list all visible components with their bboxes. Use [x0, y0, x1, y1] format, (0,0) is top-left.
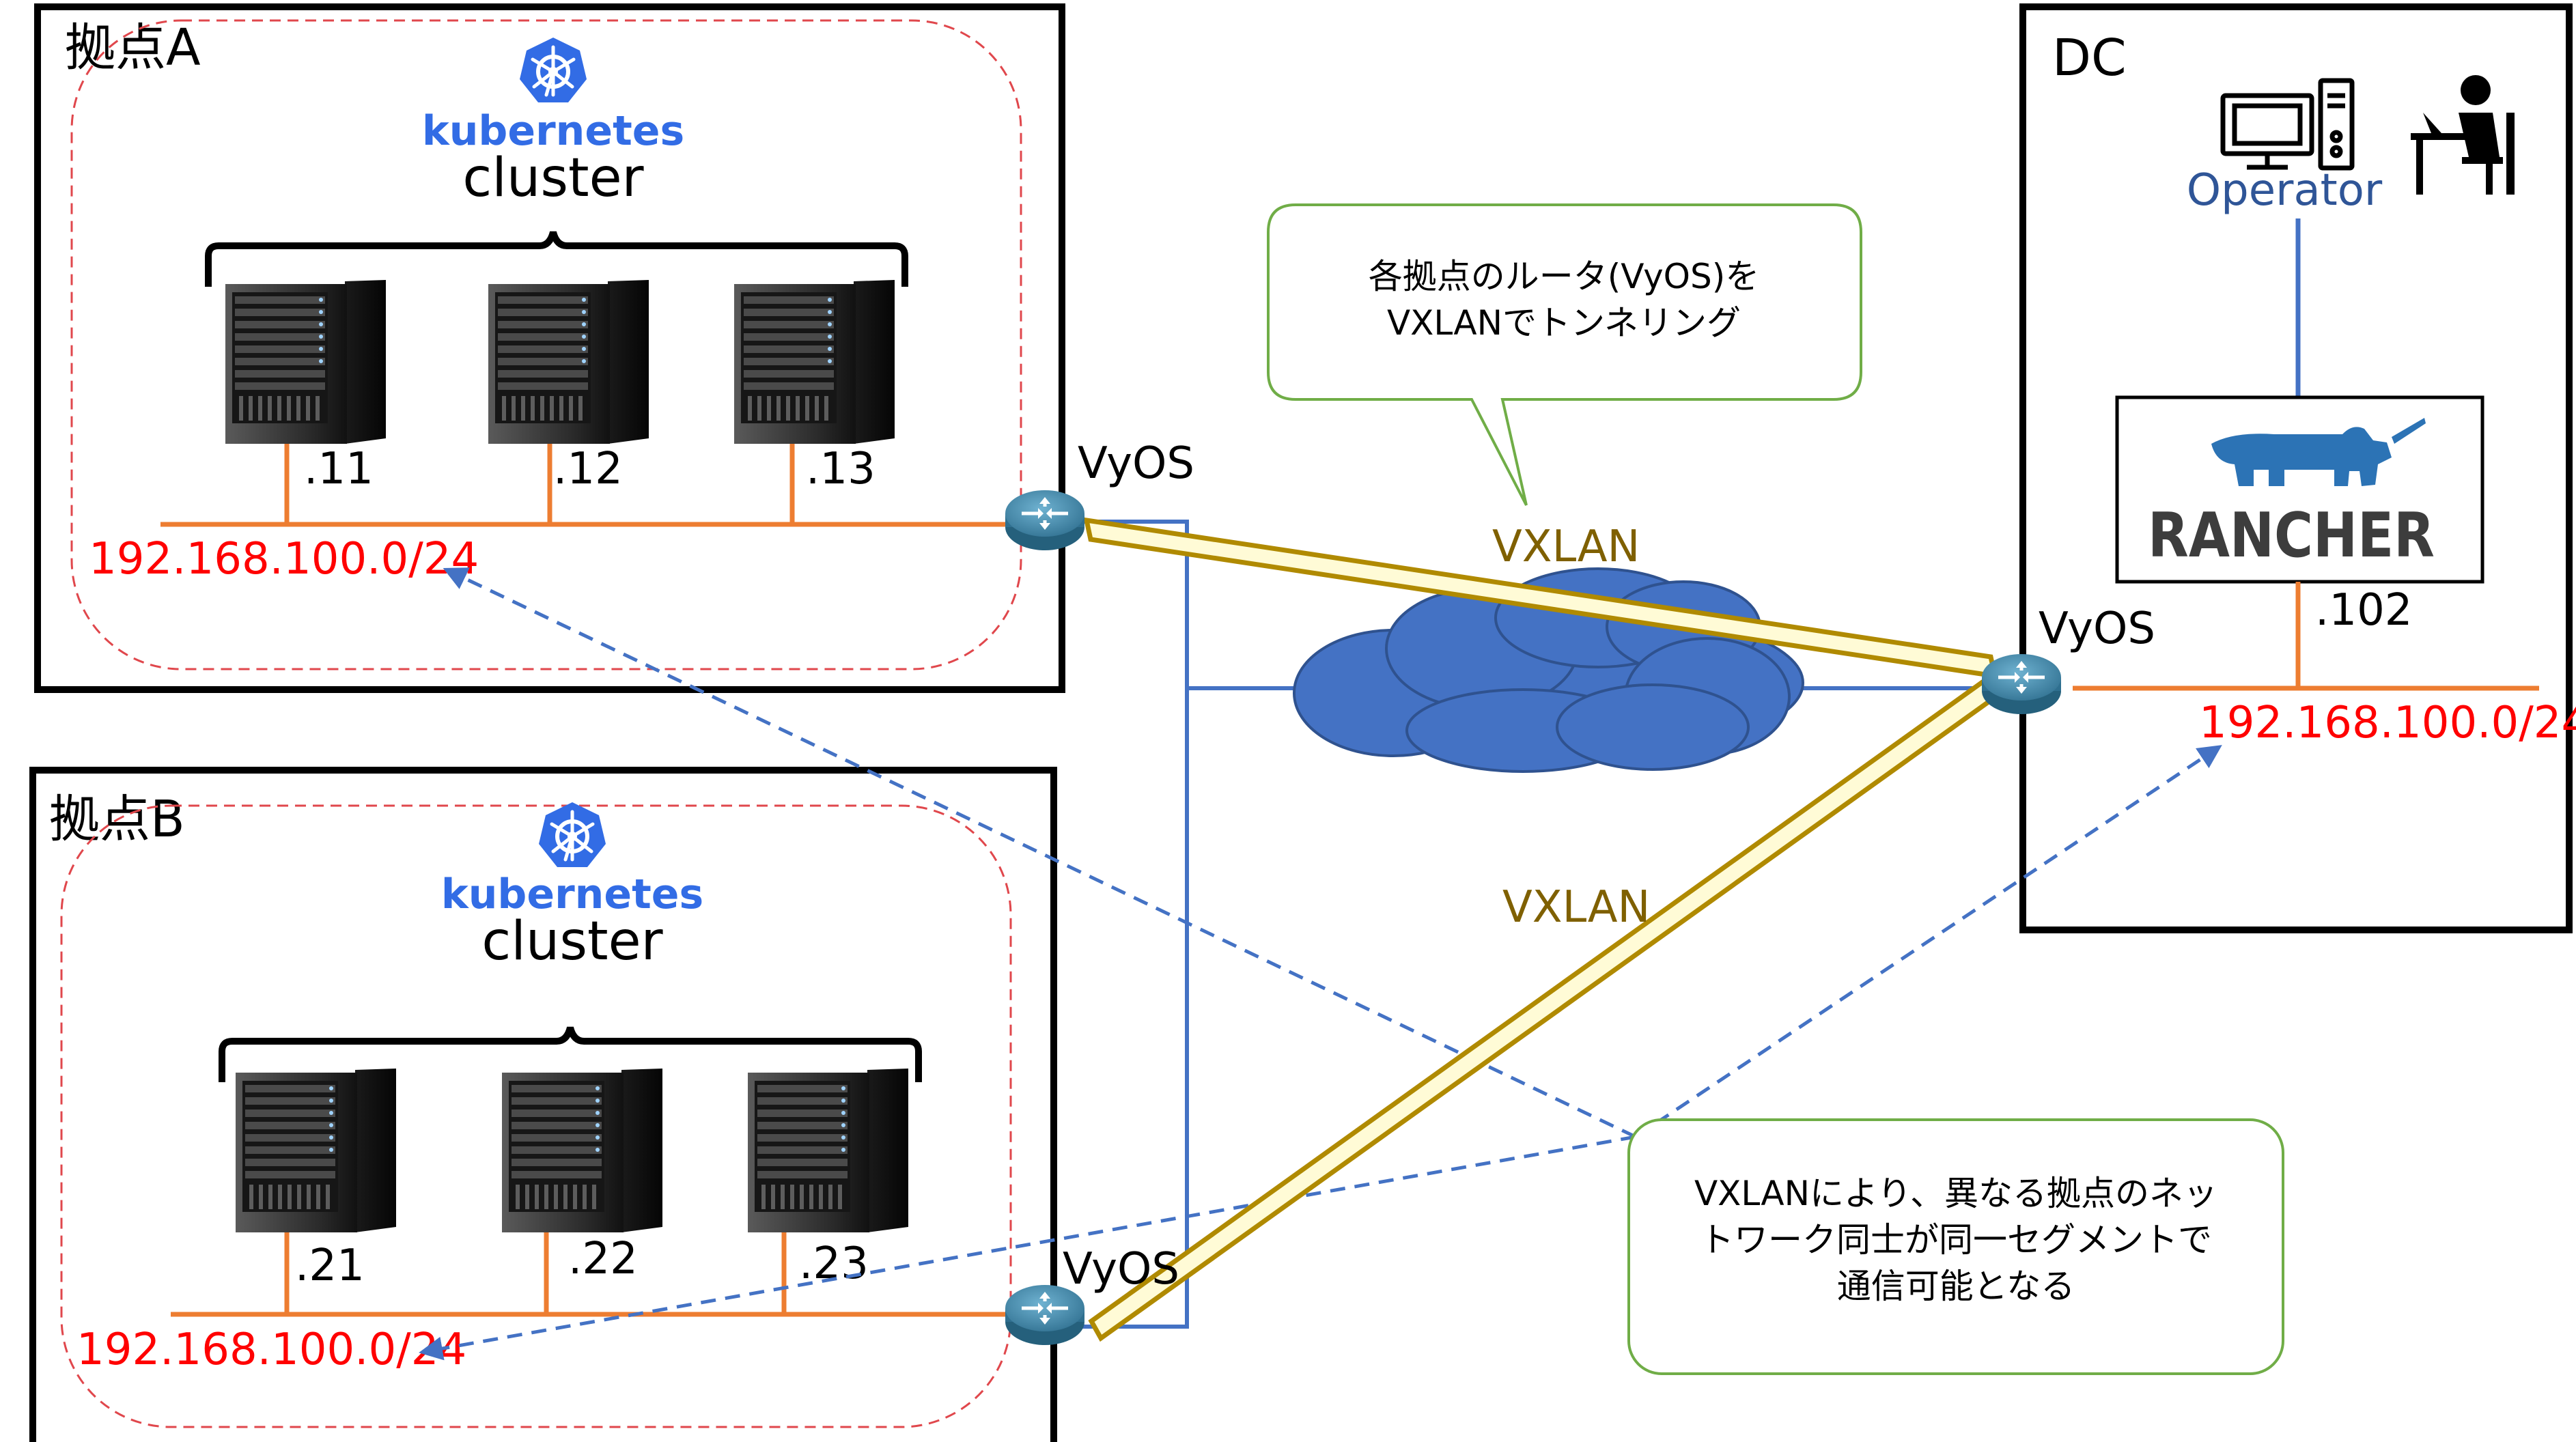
- host-label: .12: [553, 444, 623, 494]
- rancher-bull-icon: [2211, 418, 2426, 486]
- callout-top-line: 各拠点のルータ(VyOS)を: [1369, 257, 1760, 296]
- dc-title: DC: [2052, 29, 2127, 87]
- site-b-cluster-brace: [219, 1026, 922, 1082]
- site-a-kubernetes-wordmark: kubernetes: [422, 107, 684, 155]
- computer-icon: [2220, 78, 2355, 171]
- kubernetes-icon: [520, 38, 587, 102]
- callout-bottom-line: VXLANにより、異なる拠点のネッ: [1694, 1174, 2217, 1213]
- host-label: .21: [295, 1241, 365, 1291]
- dc-frame: [2019, 3, 2573, 933]
- rancher-box: [2115, 395, 2484, 584]
- site-a-cluster-label: cluster: [462, 147, 644, 209]
- callout-bottom-line: 通信可能となる: [1837, 1267, 2075, 1306]
- site-a-router-label: VyOS: [1078, 438, 1194, 489]
- dc-router-label: VyOS: [2039, 604, 2155, 654]
- vyos-router-icon: [1982, 654, 2061, 714]
- site-a-frame: [34, 3, 1065, 693]
- site-b-kubernetes-wordmark: kubernetes: [441, 871, 703, 918]
- vyos-router-icon: [1005, 490, 1084, 550]
- arrow-to-site-b: [419, 1135, 1636, 1361]
- server-icon: [748, 1069, 908, 1232]
- site-b-router-label: VyOS: [1063, 1244, 1179, 1295]
- site-b-frame: [29, 767, 1057, 1442]
- host-label: .11: [304, 444, 374, 494]
- server-icon: [488, 280, 649, 444]
- site-b: 拠点B kubernetes cluster .21 .22 .23 192.1…: [29, 767, 1057, 1442]
- kubernetes-icon: [539, 802, 606, 867]
- site-a-subnet: 192.168.100.0/24: [89, 534, 479, 584]
- arrow-to-dc: [1634, 745, 2222, 1139]
- vxlan-label-top: VXLAN: [1492, 522, 1640, 572]
- vxlan-label-bottom: VXLAN: [1502, 882, 1650, 933]
- server-icon: [225, 280, 386, 444]
- callout-top-line: VXLANでトンネリング: [1387, 303, 1741, 343]
- site-dc: DC Operator: [2019, 3, 2576, 933]
- site-a-title: 拠点A: [65, 18, 201, 77]
- user-at-desk-icon: [2411, 75, 2515, 195]
- callout-top: [1267, 203, 1862, 506]
- site-a-cluster-boundary: [70, 19, 1022, 670]
- host-label: .23: [799, 1239, 869, 1289]
- site-b-cluster-boundary: [60, 804, 1012, 1428]
- rancher-wordmark: RANCHER: [2148, 500, 2435, 571]
- server-icon: [236, 1069, 396, 1232]
- host-label: .13: [806, 444, 876, 494]
- dc-subnet: 192.168.100.0/24: [2199, 698, 2576, 748]
- callout-bottom-line: トワーク同士が同一セグメントで: [1700, 1220, 2212, 1260]
- host-label: .22: [568, 1234, 638, 1284]
- segment-arrows: [419, 567, 2222, 1361]
- site-b-cluster-label: cluster: [481, 911, 663, 972]
- site-a: 拠点A kubernetes cluster .11 .12 .13 192.1…: [34, 3, 1065, 693]
- callout-bottom: [1627, 1118, 2284, 1375]
- operator-label: Operator: [2187, 165, 2383, 216]
- site-a-cluster-brace: [205, 231, 908, 287]
- site-b-subnet: 192.168.100.0/24: [76, 1325, 466, 1375]
- server-icon: [502, 1069, 662, 1232]
- internet-cloud: [1293, 567, 1804, 773]
- rancher-host-label: .102: [2315, 585, 2413, 636]
- server-icon: [734, 280, 895, 444]
